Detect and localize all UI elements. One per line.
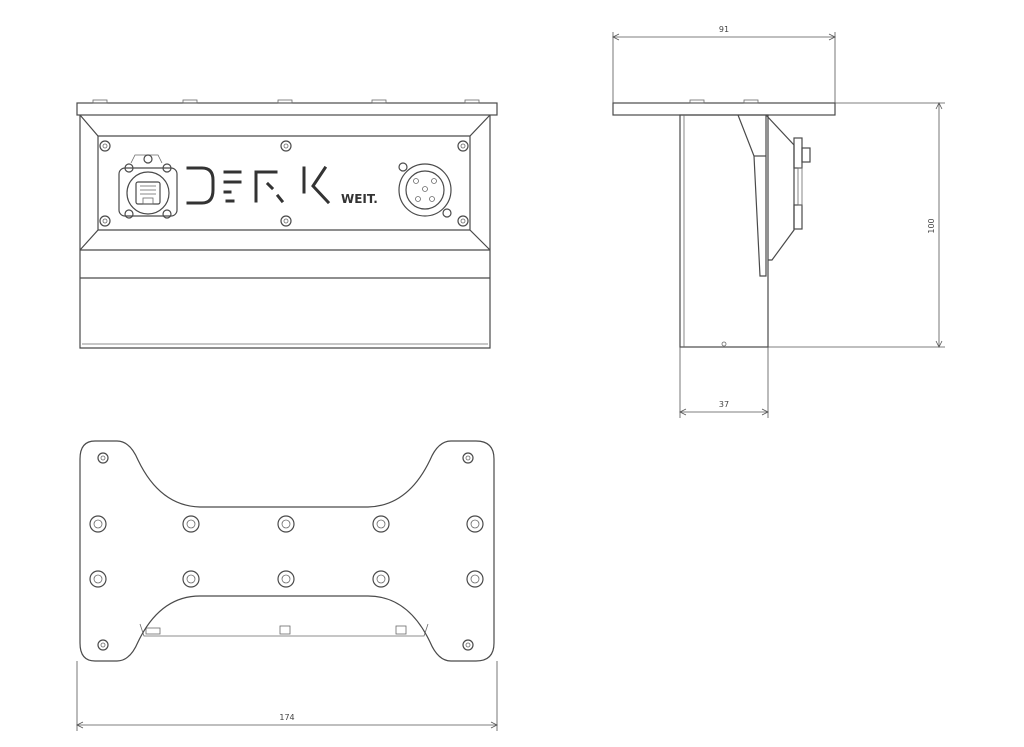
mounting-hole-icon [89,515,107,533]
dimension-depth: 37 [679,347,769,418]
front-view: WEIT. [76,99,498,349]
screw-icon [457,140,469,152]
dimension-label-height: 100 [927,218,936,233]
brand-logo: WEIT. [186,165,378,206]
dimension-label-top-width: 91 [719,25,729,34]
screw-icon [99,140,111,152]
mounting-hole-icon [182,570,200,588]
mounting-hole-icon [466,515,484,533]
screw-icon [462,452,474,464]
mounting-hole-icon [466,570,484,588]
dimension-label-bottom-width: 174 [279,713,294,722]
screw-icon [97,639,109,651]
mounting-hole-icon [372,570,390,588]
mounting-hole-icon [277,515,295,533]
screw-icon [97,452,109,464]
mounting-hole-icon [89,570,107,588]
screw-icon [280,215,292,227]
mounting-hole-icon [182,515,200,533]
dimension-bottom-width: 174 [76,661,498,731]
dimension-height: 100 [768,102,945,348]
mounting-hole-icon [372,515,390,533]
logo-suffix: WEIT. [341,192,378,206]
dimension-top-width: 91 [612,25,836,103]
dimension-label-depth: 37 [719,400,729,409]
mounting-hole-icon [277,570,295,588]
screw-icon [280,140,292,152]
screw-icon [462,639,474,651]
xlr-connector-icon [398,162,452,218]
side-view [612,99,836,348]
rj45-connector-icon [118,154,178,219]
bottom-view [79,440,495,662]
screw-icon [457,215,469,227]
screw-icon [99,215,111,227]
